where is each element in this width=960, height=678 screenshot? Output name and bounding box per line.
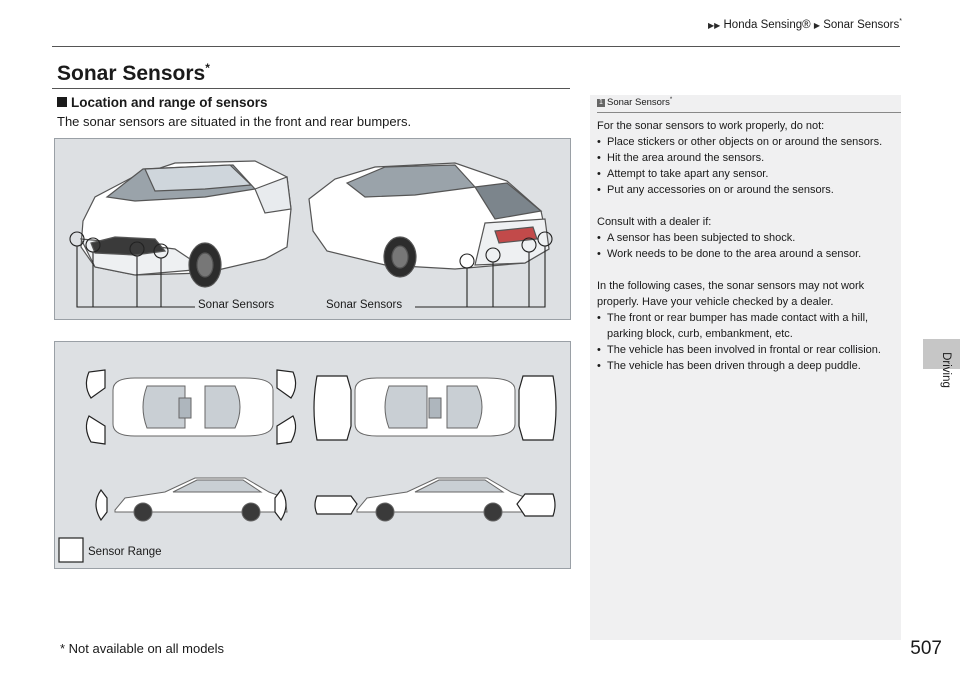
sidebar-body: For the sonar sensors to work properly, … — [597, 118, 895, 374]
front-car-illustration — [79, 160, 292, 288]
chapter-tab[interactable] — [923, 339, 960, 369]
breadcrumb-item-honda-sensing[interactable]: Honda Sensing® — [723, 18, 811, 31]
front-sensor-callouts — [69, 231, 195, 308]
page-title: Sonar Sensors* — [57, 61, 210, 86]
top-view-car — [112, 377, 274, 437]
asterisk-mark: * — [669, 97, 673, 103]
list-item: The vehicle has been involved in frontal… — [597, 342, 895, 358]
sidebar-paragraph: Consult with a dealer if: — [597, 216, 712, 228]
sidebar-rule — [597, 112, 901, 113]
list-item: The front or rear bumper has made contac… — [597, 310, 895, 342]
front-rear-ranges — [313, 375, 557, 441]
top-view-car — [354, 377, 516, 437]
asterisk-mark: * — [899, 18, 902, 25]
sidebar-paragraph: In the following cases, the sonar sensor… — [597, 280, 865, 308]
section-heading-text: Location and range of sensors — [71, 95, 268, 110]
list-item: Place stickers or other objects on or ar… — [597, 134, 895, 150]
page-title-text: Sonar Sensors — [57, 62, 206, 85]
list-item: A sensor has been subjected to shock. — [597, 230, 895, 246]
side-view-car — [356, 477, 530, 522]
page-number: 507 — [910, 638, 942, 659]
list-item: The vehicle has been driven through a de… — [597, 358, 895, 374]
header-rule — [52, 46, 900, 47]
triangle-icon: ▶▶ — [707, 20, 721, 30]
list-item: Attempt to take apart any sensor. — [597, 166, 895, 182]
sensor-range-figure: Sensor Range — [54, 341, 571, 569]
side-corner-ranges — [95, 488, 287, 522]
front-corner-ranges — [85, 369, 297, 445]
sensor-location-figure: Sonar Sensors Sonar Sensors — [54, 138, 571, 320]
list-item: Hit the area around the sensors. — [597, 150, 895, 166]
asterisk-mark: * — [205, 61, 210, 75]
chapter-tab-label: Driving — [940, 352, 952, 388]
footnote: * Not available on all models — [60, 641, 225, 656]
sidebar-paragraph: For the sonar sensors to work properly, … — [597, 120, 825, 132]
rear-sensor-callouts — [415, 231, 553, 308]
side-view-car — [114, 477, 288, 522]
breadcrumb: ▶▶ Honda Sensing® ▶ Sonar Sensors* — [708, 18, 902, 31]
list-item: Put any accessories on or around the sen… — [597, 182, 895, 198]
rear-car-illustration — [308, 162, 550, 278]
side-front-rear-ranges — [314, 493, 556, 517]
square-bullet-icon — [57, 97, 67, 107]
title-rule — [52, 88, 570, 89]
rear-sonar-sensors-label: Sonar Sensors — [323, 299, 406, 311]
sidebar-heading-text: Sonar Sensors — [607, 97, 670, 109]
sensor-location-illustration — [69, 160, 553, 308]
intro-text: The sonar sensors are situated in the fr… — [57, 114, 412, 129]
note-marker-icon: 1 — [597, 99, 605, 108]
section-heading: Location and range of sensors — [57, 95, 268, 110]
sensor-range-label: Sensor Range — [88, 546, 162, 558]
list-item: Work needs to be done to the area around… — [597, 246, 895, 262]
sensor-range-illustration — [58, 369, 557, 563]
front-sonar-sensors-label: Sonar Sensors — [195, 299, 278, 311]
sensor-range-swatch — [58, 537, 84, 563]
breadcrumb-item-sonar-sensors[interactable]: Sonar Sensors — [823, 18, 900, 31]
triangle-icon: ▶ — [813, 20, 820, 30]
